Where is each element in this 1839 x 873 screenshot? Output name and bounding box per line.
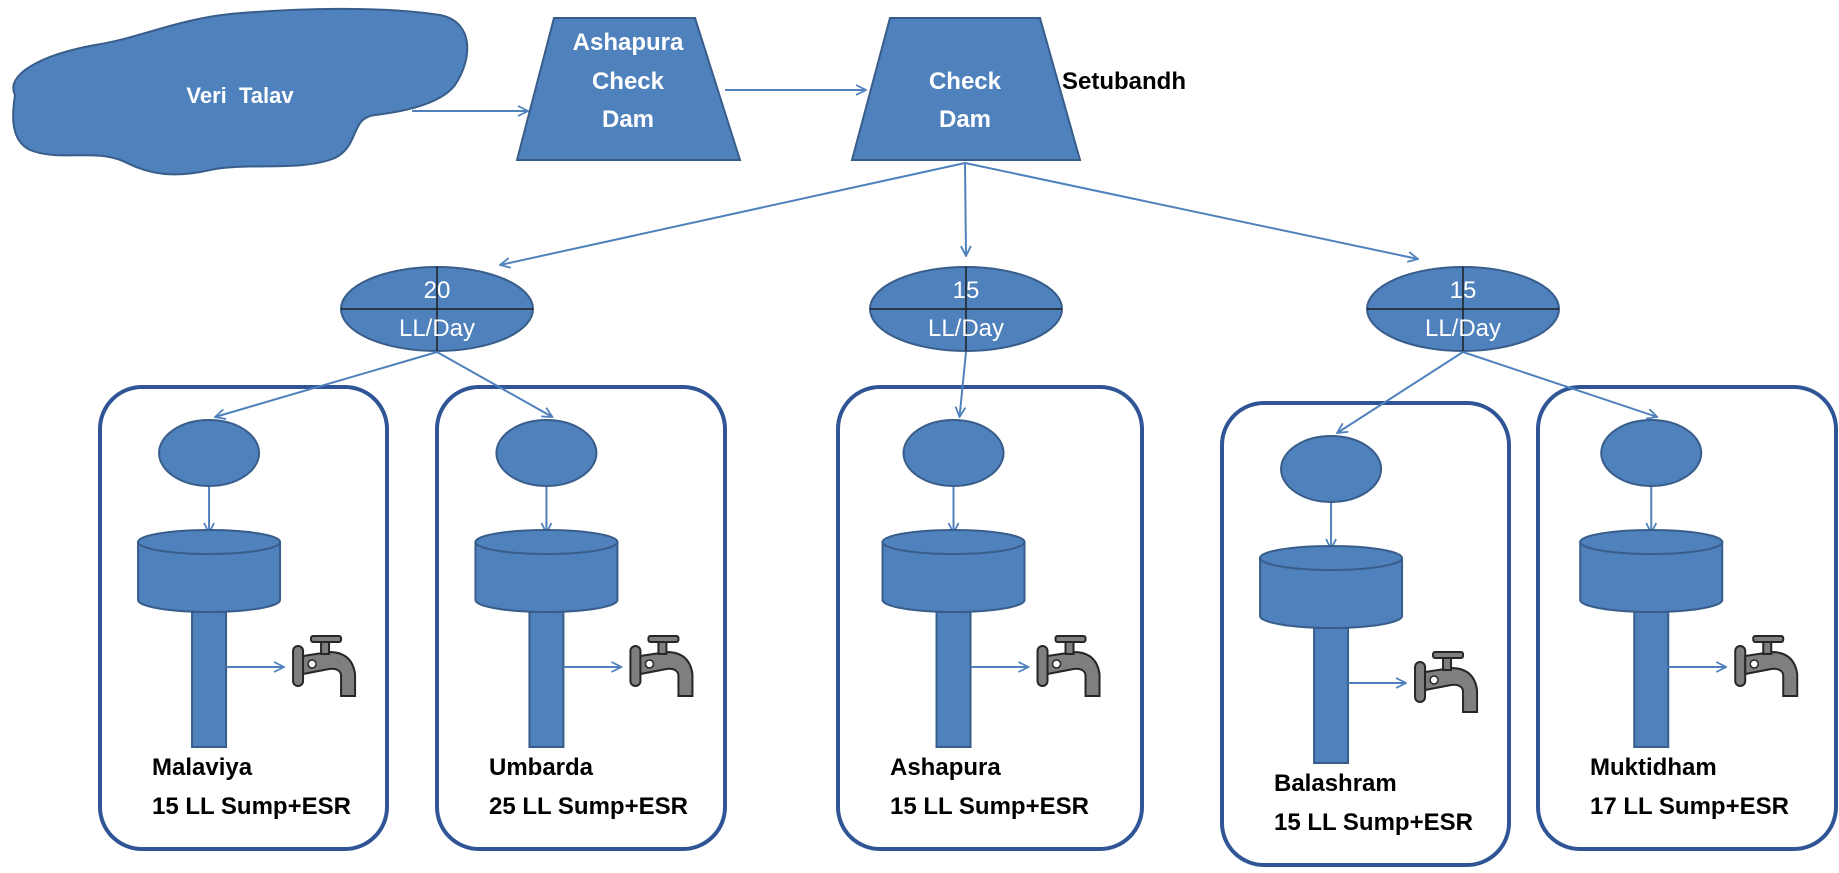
dam-label-line-1: Check [929,68,1002,95]
lake-shape [12,7,469,176]
node-flow-value: 15 [1450,277,1477,304]
arrow-node-to-sump [215,351,438,417]
sump-circle [158,419,261,487]
station-name: Muktidham [1590,754,1717,781]
dam-label-line-2: Dam [939,106,991,133]
dam-trapezoid [515,17,742,161]
esr-tank-top [1259,545,1404,571]
setubandh-label: Setubandh [1062,68,1186,95]
node-flow-unit: LL/Day [928,315,1004,342]
veri-talav-lake: Veri Talav [12,7,469,176]
lake-label: Veri Talav [186,83,294,108]
node-flow-unit: LL/Day [399,315,475,342]
arrow-dam-to-node-3 [964,162,1418,259]
water-tap-icon [1036,635,1101,697]
node-flow-value: 20 [424,277,451,304]
arrow-node-to-sump [1337,351,1464,433]
station-box [98,385,389,851]
dam-label-line-2: Check [592,68,665,95]
esr-column [935,611,972,748]
arrow-dam-to-node-2 [965,162,966,256]
station-name: Balashram [1274,770,1397,797]
station-balashram: Balashram 15 LL Sump+ESR [1220,401,1511,867]
water-tap-icon [292,635,357,697]
arrow-node-to-sump [1462,351,1657,417]
station-umbarda: Umbarda 25 LL Sump+ESR [435,385,727,851]
esr-column [1633,611,1670,748]
node-flow-unit: LL/Day [1425,315,1501,342]
station-box [1220,401,1511,867]
check-dam: Check Dam Setubandh [850,17,1186,161]
dam-label-line-3: Dam [602,106,654,133]
station-muktidham: Muktidham 17 LL Sump+ESR [1536,385,1838,851]
sump-circle [1280,435,1383,503]
station-box [1536,385,1838,851]
station-capacity: 15 LL Sump+ESR [890,793,1089,820]
station-ashapura: Ashapura 15 LL Sump+ESR [836,385,1144,851]
esr-column [528,611,565,748]
esr-column [191,611,228,748]
station-malaviya: Malaviya 15 LL Sump+ESR [98,385,389,851]
water-tap-icon [1734,635,1799,697]
station-capacity: 17 LL Sump+ESR [1590,793,1789,820]
water-tap-icon [629,635,694,697]
ashapura-check-dam: Ashapura Check Dam [515,17,742,161]
sump-circle [495,419,598,487]
station-name: Ashapura [890,754,1001,781]
node-flow-value: 15 [953,277,980,304]
dam-label-line-1: Ashapura [573,29,684,56]
sump-circle [1600,419,1703,487]
esr-tank-top [1579,529,1724,555]
station-capacity: 15 LL Sump+ESR [152,793,351,820]
station-box [435,385,727,851]
esr-tank-top [881,529,1026,555]
station-name: Malaviya [152,754,253,781]
esr-column [1313,627,1350,764]
dam-trapezoid [850,17,1082,161]
station-capacity: 25 LL Sump+ESR [489,793,688,820]
esr-tank-top [474,529,619,555]
arrow-node-to-sump [960,351,967,417]
arrow-dam-to-node-1 [500,162,966,265]
station-name: Umbarda [489,754,594,781]
arrow-node-to-sump [436,351,552,417]
water-tap-icon [1414,651,1479,713]
station-box [836,385,1144,851]
station-capacity: 15 LL Sump+ESR [1274,809,1473,836]
esr-tank-top [137,529,282,555]
sump-circle [902,419,1005,487]
